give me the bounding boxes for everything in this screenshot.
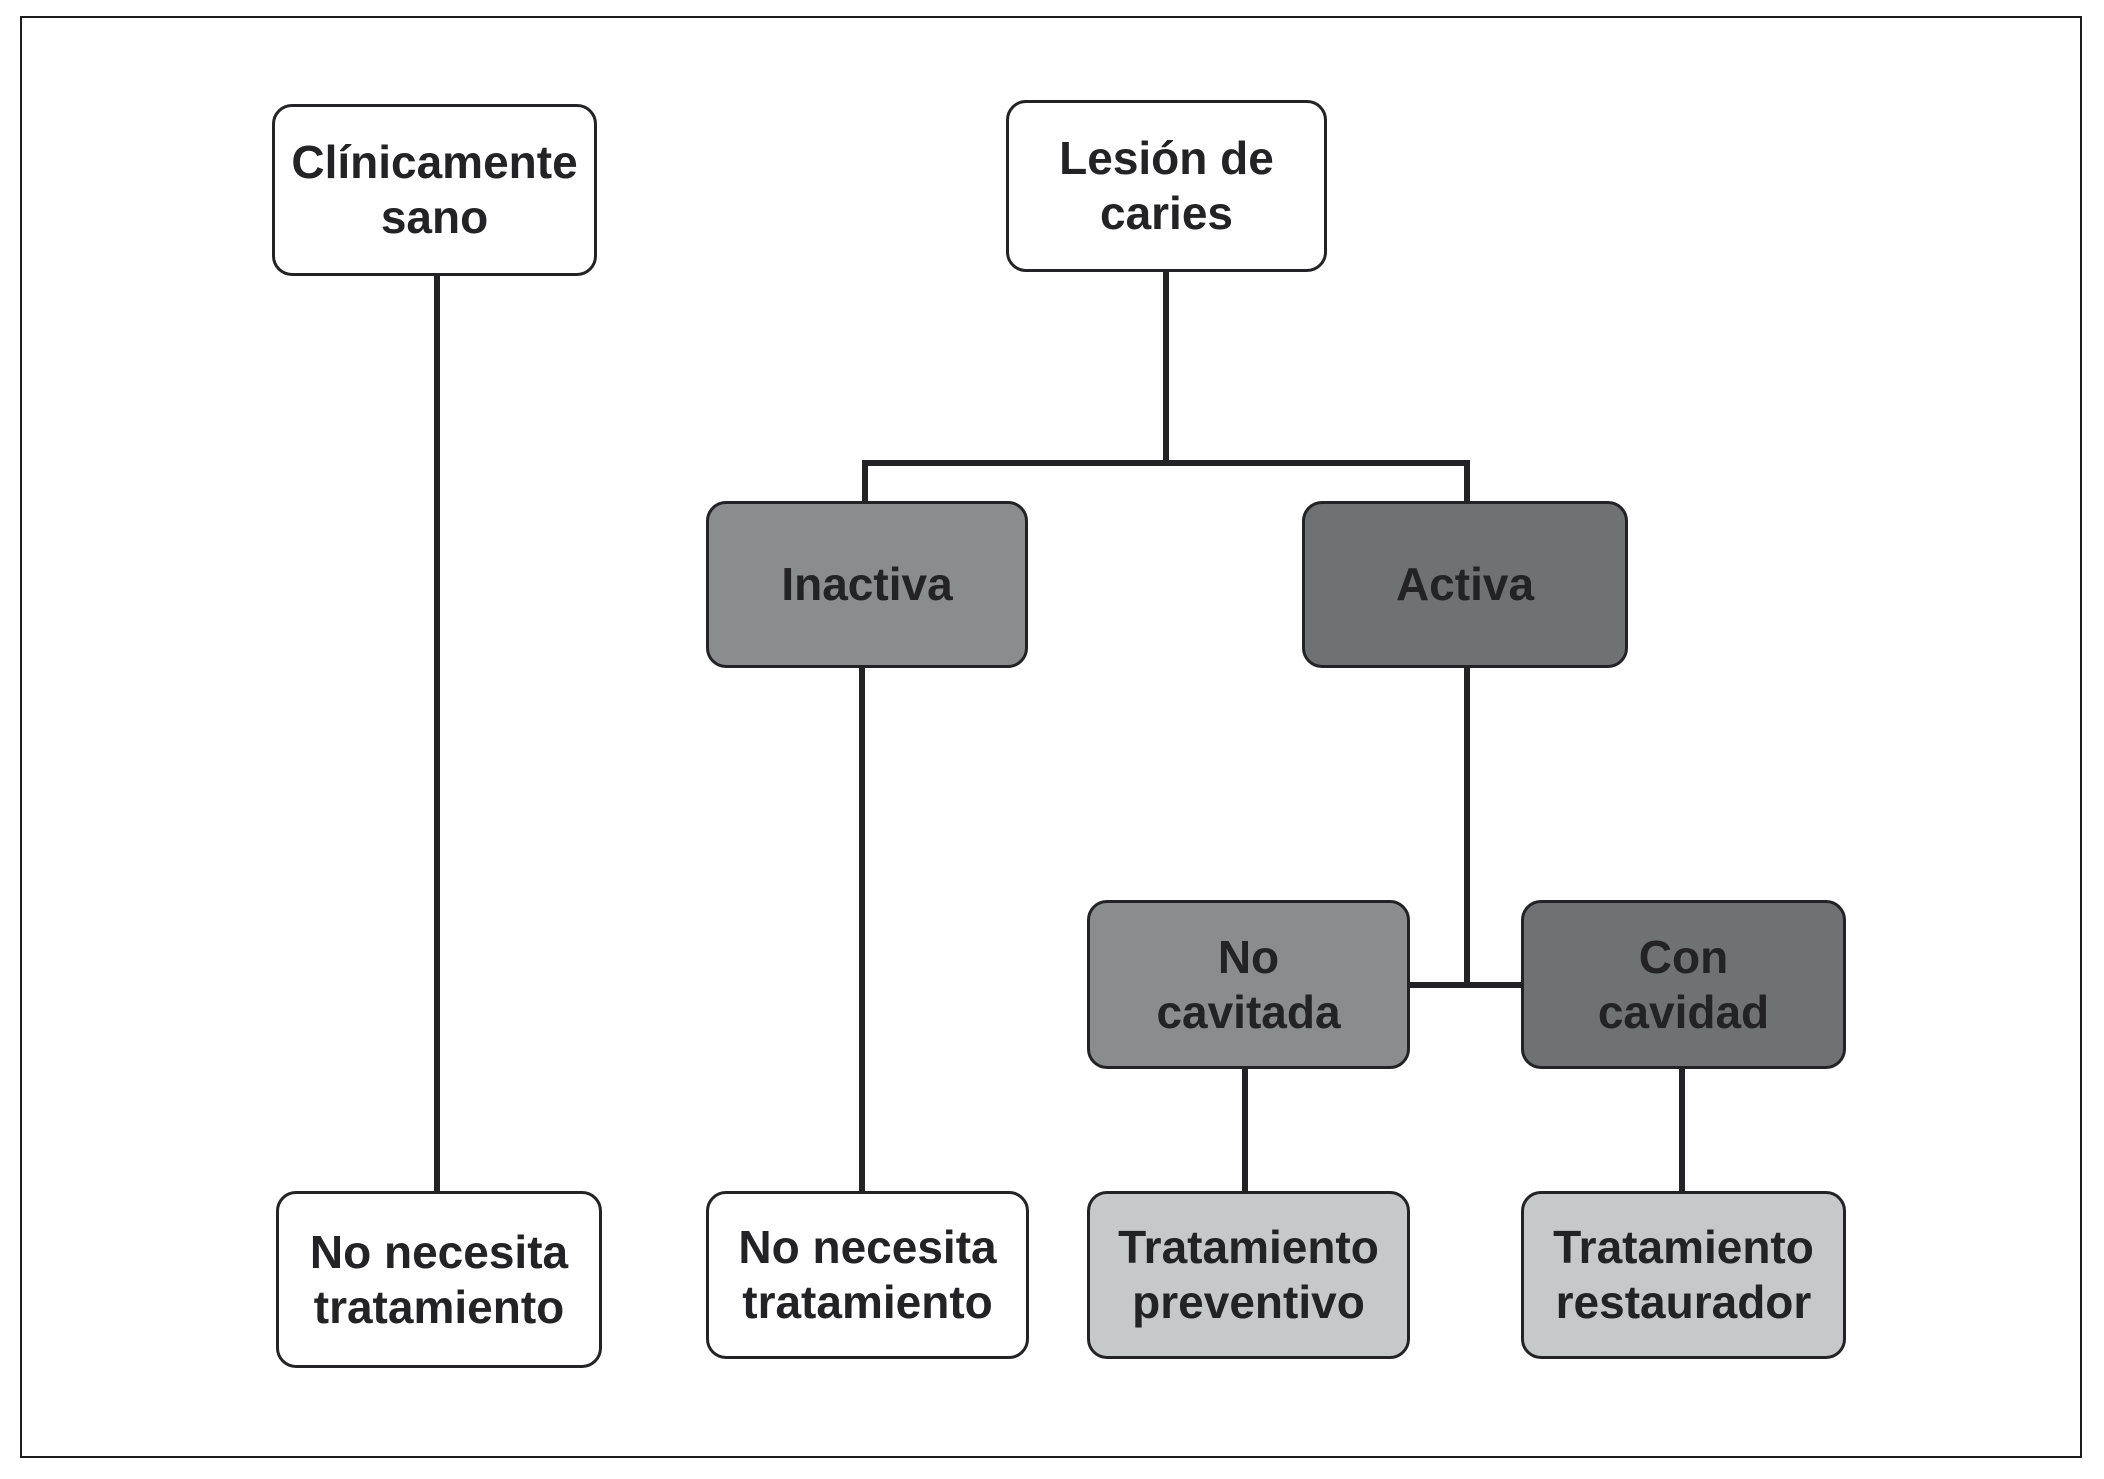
node-inactiva: Inactiva (706, 501, 1028, 668)
node-label: Con cavidad (1597, 930, 1770, 1038)
diagram-frame (20, 16, 2082, 1458)
node-no-necesita-tratamiento-2: No necesita tratamiento (706, 1191, 1029, 1359)
node-tratamiento-preventivo: Tratamiento preventivo (1087, 1191, 1410, 1359)
node-label: No necesita tratamiento (738, 1221, 997, 1328)
node-label: Tratamiento preventivo (1118, 1221, 1379, 1328)
node-label: Tratamiento restaurador (1553, 1221, 1814, 1328)
node-label: Activa (1395, 558, 1535, 610)
node-clinicamente-sano: Clínicamente sano (272, 104, 597, 276)
node-con-cavidad: Con cavidad (1521, 900, 1846, 1069)
node-label: Clínicamente sano (291, 136, 578, 243)
node-label: Lesión de caries (1059, 132, 1274, 239)
node-label: No necesita tratamiento (309, 1225, 569, 1333)
node-label: No cavitada (1156, 930, 1341, 1038)
node-no-necesita-tratamiento-1: No necesita tratamiento (276, 1191, 602, 1368)
node-tratamiento-restaurador: Tratamiento restaurador (1521, 1191, 1846, 1359)
node-label: Inactiva (781, 558, 953, 610)
node-lesion-de-caries: Lesión de caries (1006, 100, 1327, 272)
node-no-cavitada: No cavitada (1087, 900, 1410, 1069)
node-activa: Activa (1302, 501, 1628, 668)
